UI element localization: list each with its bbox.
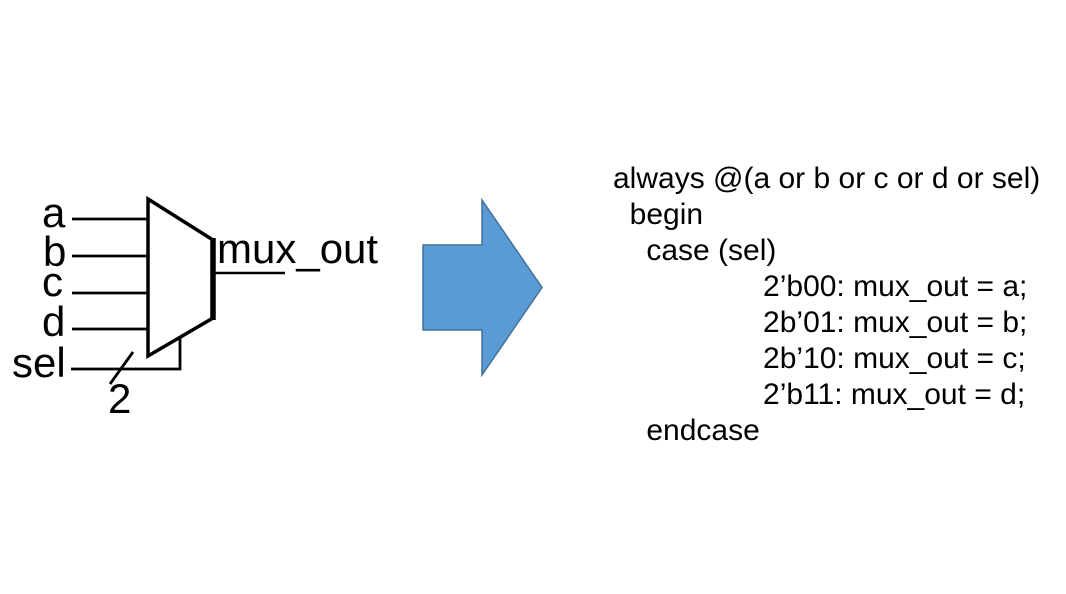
code-line-endcase: endcase	[613, 414, 760, 447]
input-label-b: b	[43, 228, 67, 275]
code-line-begin: begin	[613, 198, 704, 231]
select-label: sel	[12, 339, 66, 386]
block-arrow-right-icon	[422, 197, 543, 378]
code-line-always: always @(a or b or c or d or sel)	[613, 162, 1041, 195]
code-line-case-00: 2’b00: mux_out = a;	[613, 270, 1028, 303]
input-label-c: c	[42, 258, 63, 305]
input-label-a: a	[42, 189, 66, 236]
bus-width-label: 2	[108, 375, 132, 422]
input-label-d: d	[42, 298, 66, 345]
code-line-case: case (sel)	[613, 234, 777, 267]
verilog-code-block: always @(a or b or c or d or sel) begin …	[613, 161, 1040, 449]
select-wire	[71, 336, 182, 371]
code-line-case-10: 2b’10: mux_out = c;	[613, 342, 1026, 375]
mux-trapezoid	[146, 195, 215, 360]
bus-width-slash	[108, 351, 135, 385]
output-label: mux_out	[217, 225, 379, 272]
code-line-case-11: 2’b11: mux_out = d;	[613, 378, 1026, 411]
code-line-case-01: 2b’01: mux_out = b;	[613, 306, 1028, 339]
